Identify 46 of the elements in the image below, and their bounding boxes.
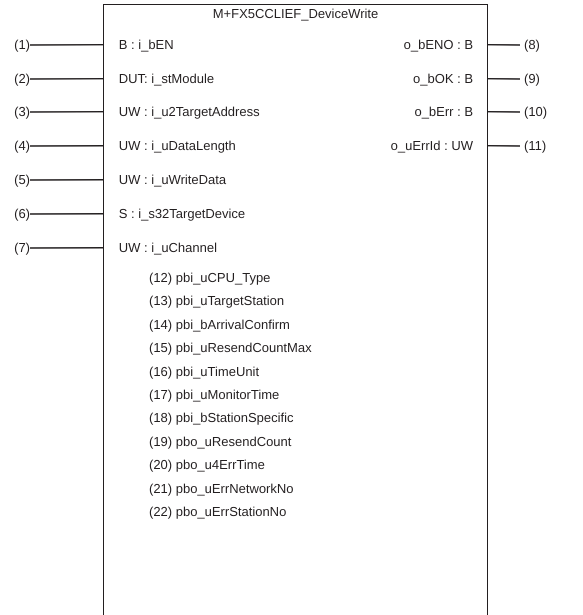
variable-label: (17) pbi_uMonitorTime bbox=[149, 386, 280, 404]
input-variable: UW : i_u2TargetAddress bbox=[102, 102, 260, 121]
variable-label: (14) pbi_bArrivalConfirm bbox=[149, 316, 290, 334]
pin-line bbox=[30, 110, 103, 113]
function-block bbox=[103, 4, 488, 615]
input-variable: DUT: i_stModule bbox=[102, 70, 214, 88]
input-variable: UW : i_uWriteData bbox=[102, 170, 226, 189]
pin-number: (8) bbox=[520, 36, 564, 54]
output-variable: o_bENO : B bbox=[404, 36, 487, 54]
pin-number: (6) bbox=[4, 205, 30, 223]
pin-number: (9) bbox=[520, 70, 564, 88]
variable-label: (21) pbo_uErrNetworkNo bbox=[149, 480, 294, 498]
block-title: M+FX5CCLIEF_DeviceWrite bbox=[212, 5, 380, 23]
pin-number: (5) bbox=[4, 171, 30, 189]
pin-number: (4) bbox=[4, 137, 30, 155]
variable-label: (13) pbi_uTargetStation bbox=[149, 292, 284, 310]
pin-number: (3) bbox=[4, 103, 30, 121]
output-variable: o_uErrId : UW bbox=[390, 136, 487, 155]
input-variable: UW : i_uChannel bbox=[102, 238, 217, 257]
pin-number: (11) bbox=[520, 137, 564, 155]
input-variable: B : i_bEN bbox=[102, 36, 174, 54]
variable-label: (22) pbo_uErrStationNo bbox=[149, 503, 286, 521]
pin-line bbox=[30, 246, 103, 249]
pin-line bbox=[488, 78, 520, 80]
pin-number: (2) bbox=[4, 70, 30, 88]
pin-line bbox=[30, 212, 103, 215]
pin-number: (10) bbox=[520, 103, 564, 121]
pin-number: (7) bbox=[4, 239, 30, 257]
variable-label: (18) pbi_bStationSpecific bbox=[149, 409, 294, 428]
pin-line bbox=[30, 78, 103, 80]
pin-line bbox=[30, 144, 103, 147]
variable-label: (19) pbo_uResendCount bbox=[149, 432, 292, 451]
input-variable: S : i_s32TargetDevice bbox=[102, 204, 246, 223]
input-variable: UW : i_uDataLength bbox=[102, 136, 236, 155]
pin-line bbox=[488, 110, 520, 113]
output-variable: o_bErr : B bbox=[414, 102, 487, 121]
pin-number: (1) bbox=[4, 36, 30, 54]
variable-label: (16) pbi_uTimeUnit bbox=[149, 362, 260, 381]
pin-line bbox=[30, 178, 103, 181]
pin-line bbox=[488, 44, 520, 46]
variable-label: (20) pbo_u4ErrTime bbox=[149, 456, 265, 474]
output-variable: o_bOK : B bbox=[413, 70, 487, 88]
pin-line bbox=[30, 44, 103, 46]
variable-label: (15) pbi_uResendCountMax bbox=[149, 339, 312, 358]
variable-label: (12) pbi_uCPU_Type bbox=[149, 269, 270, 287]
pin-line bbox=[488, 144, 520, 147]
